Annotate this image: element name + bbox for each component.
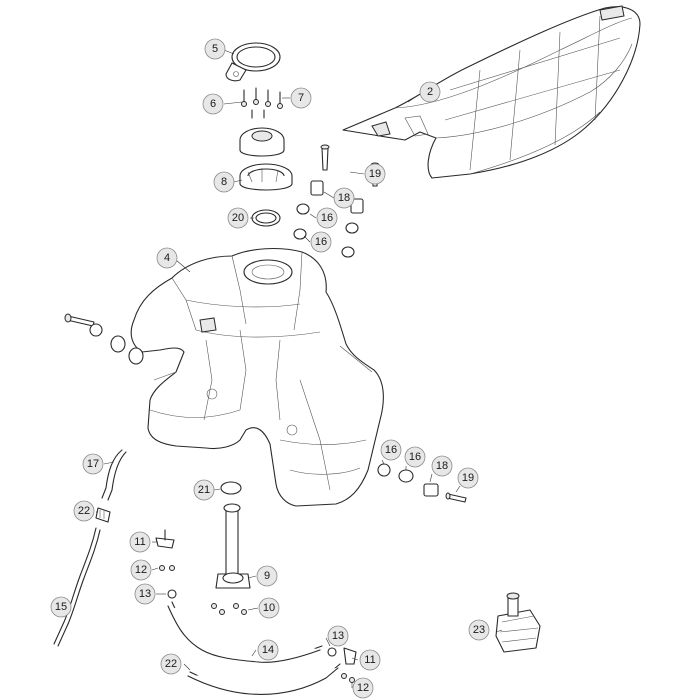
hose-clamp (95, 507, 111, 523)
callout-17: 17 (82, 453, 104, 475)
callout-16-lower-b: 16 (404, 446, 426, 468)
cap-screws (241, 87, 283, 119)
callout-label: 6 (210, 98, 216, 110)
callout-21: 21 (193, 479, 215, 501)
callout-label: 11 (364, 654, 375, 666)
callout-label: 16 (409, 451, 421, 463)
fuel-pump (215, 481, 251, 589)
callout-label: 9 (264, 570, 270, 582)
callout-22-lower: 22 (160, 653, 182, 675)
fuel-tank (130, 248, 384, 507)
callout-8: 8 (213, 171, 235, 193)
callout-label: 18 (338, 192, 350, 204)
callout-label: 22 (78, 505, 90, 517)
callout-label: 13 (139, 588, 151, 600)
callout-label: 2 (427, 86, 433, 98)
callout-19-upper: 19 (364, 163, 386, 185)
callout-16-lower-a: 16 (380, 439, 402, 461)
callout-23: 23 (468, 619, 490, 641)
fuel-cap-ring (225, 42, 281, 82)
callout-18-lower: 18 (431, 455, 453, 477)
callout-label: 14 (262, 644, 274, 656)
callout-5: 5 (204, 38, 226, 60)
callout-14: 14 (257, 639, 279, 661)
vent-hose-upper (101, 449, 127, 501)
callout-label: 21 (198, 484, 210, 496)
callout-label: 15 (55, 601, 67, 613)
callout-19-lower: 19 (457, 467, 479, 489)
mounting-hardware-lower (377, 463, 467, 503)
callout-7: 7 (290, 87, 312, 109)
fuel-cap-base (239, 163, 293, 191)
callout-label: 12 (357, 682, 369, 694)
callout-18-upper: 18 (333, 187, 355, 209)
callout-label: 11 (134, 536, 145, 548)
callout-label: 13 (332, 630, 344, 642)
seal-ring (251, 209, 281, 227)
fuel-filter (495, 592, 541, 653)
callout-15: 15 (50, 596, 72, 618)
callout-22-upper: 22 (73, 500, 95, 522)
callout-11-left: 11 (129, 531, 151, 553)
callout-label: 23 (473, 624, 485, 636)
callout-2: 2 (419, 81, 441, 103)
callout-13-right: 13 (327, 625, 349, 647)
callout-20: 20 (227, 207, 249, 229)
leader-lines (96, 49, 503, 688)
callout-label: 8 (221, 176, 227, 188)
callout-label: 7 (298, 92, 304, 104)
callout-11-right: 11 (359, 649, 381, 671)
callout-label: 18 (436, 460, 448, 472)
callout-label: 22 (165, 658, 177, 670)
callout-label: 12 (135, 564, 147, 576)
callout-4: 4 (156, 247, 178, 269)
callout-12-left: 12 (130, 559, 152, 581)
callout-10: 10 (258, 597, 280, 619)
callout-13-left: 13 (134, 583, 156, 605)
callout-16-upper-b: 16 (310, 231, 332, 253)
callout-12-right: 12 (352, 677, 374, 699)
callout-label: 16 (315, 236, 327, 248)
callout-6: 6 (202, 93, 224, 115)
callout-label: 19 (369, 168, 381, 180)
callout-label: 20 (232, 212, 244, 224)
callout-label: 16 (385, 444, 397, 456)
callout-label: 4 (164, 252, 170, 264)
seat (342, 5, 641, 179)
callout-16-upper-a: 16 (316, 207, 338, 229)
callout-label: 17 (87, 458, 99, 470)
callout-9: 9 (256, 565, 278, 587)
tank-side-bolt (64, 313, 144, 365)
hose-fittings (155, 529, 357, 683)
fuel-hose (167, 601, 341, 695)
callout-label: 10 (263, 602, 275, 614)
vent-hose-long (53, 527, 101, 647)
callout-label: 16 (321, 212, 333, 224)
fuel-cap (239, 127, 285, 157)
callout-label: 19 (462, 472, 474, 484)
callout-label: 5 (212, 43, 218, 55)
